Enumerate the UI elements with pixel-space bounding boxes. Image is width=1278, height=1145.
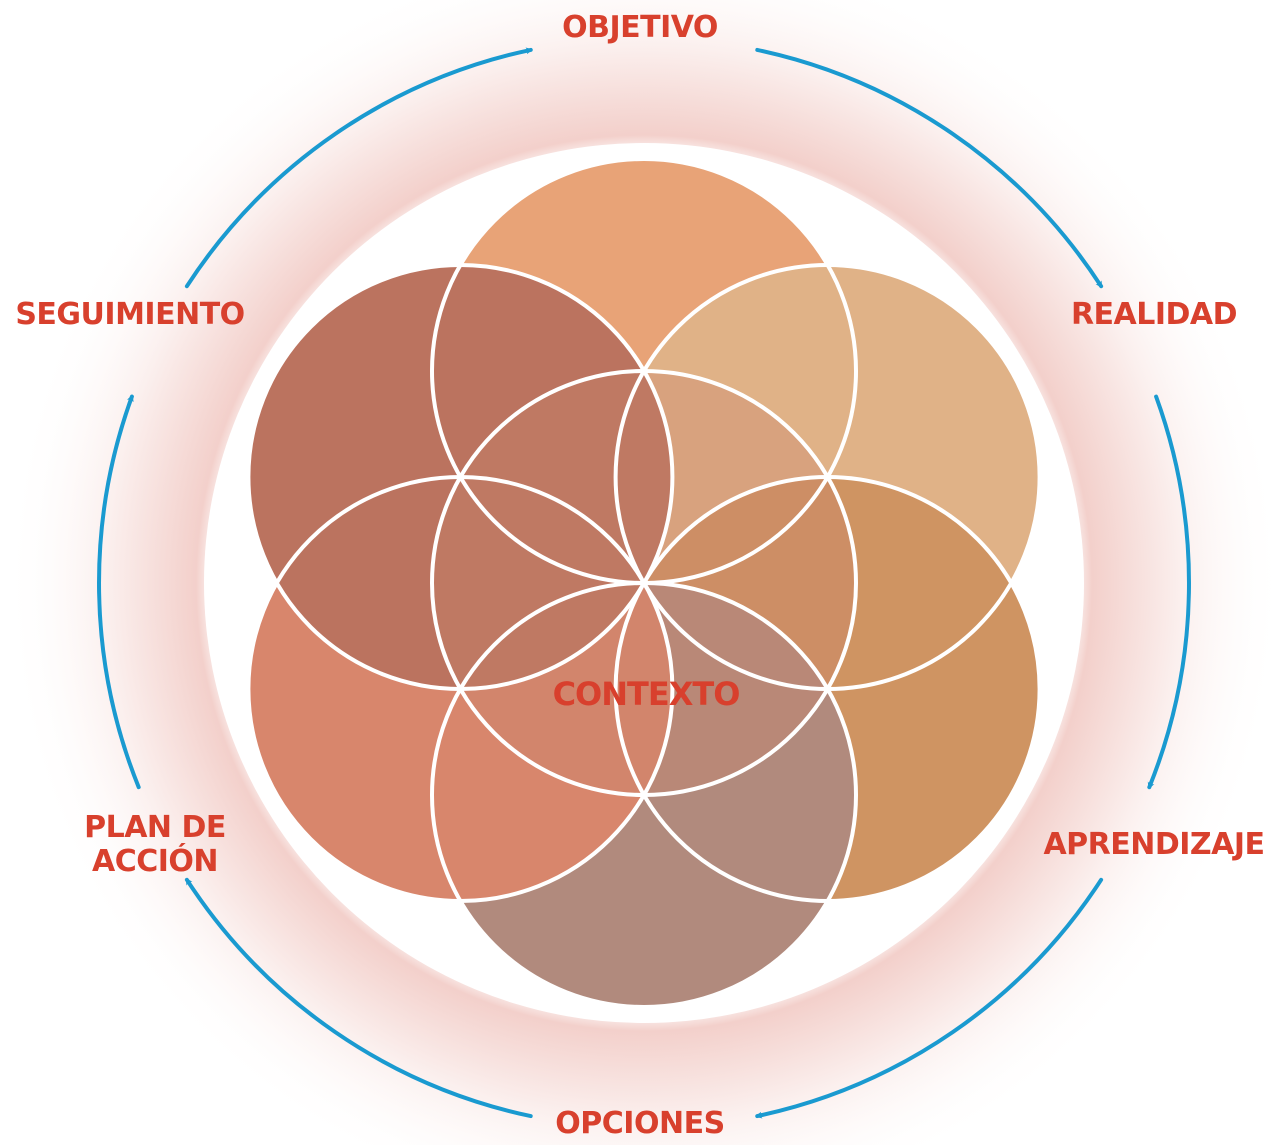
- label-opciones: OPCIONES: [555, 1107, 724, 1141]
- label-objetivo: OBJETIVO: [562, 11, 718, 45]
- label-aprendizaje: APRENDIZAJE: [1043, 828, 1264, 862]
- label-realidad: REALIDAD: [1071, 298, 1237, 332]
- label-plan-line1: PLAN DE: [84, 811, 226, 845]
- label-plan-de-accion: PLAN DE ACCIÓN: [84, 811, 226, 879]
- label-plan-line2: ACCIÓN: [84, 845, 226, 879]
- center-label-contexto: CONTEXTO: [553, 675, 740, 713]
- label-seguimiento: SEGUIMIENTO: [15, 298, 244, 332]
